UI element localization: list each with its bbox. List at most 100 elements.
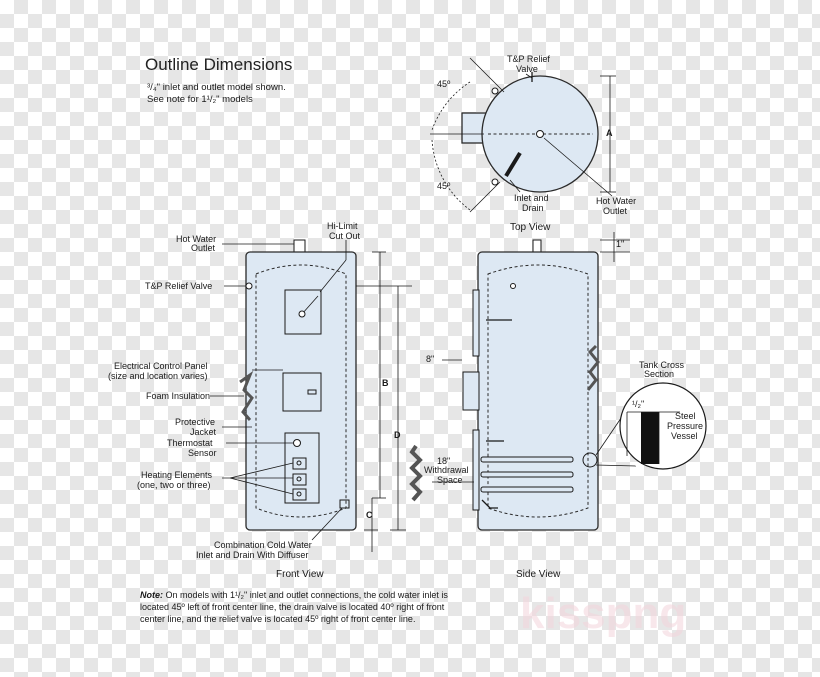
subtitle-line-1: ³/₄" inlet and outlet model shown. bbox=[147, 82, 286, 93]
heating-leader-a bbox=[229, 462, 294, 479]
hot-water-top-label-1: Hot Water bbox=[596, 196, 636, 206]
top-view-relief-port bbox=[491, 87, 499, 95]
tp-relief-top-label-2: Valve bbox=[516, 64, 538, 74]
hi-limit-panel bbox=[284, 289, 322, 335]
side-tp-port bbox=[510, 283, 516, 289]
side-electrical-box bbox=[462, 371, 480, 411]
withdrawal-hatch bbox=[409, 444, 423, 502]
cross-section-marker bbox=[582, 452, 598, 468]
cold-water-leader bbox=[311, 507, 343, 541]
element-3-port bbox=[296, 491, 302, 497]
top-view-caption: Top View bbox=[510, 222, 551, 233]
thermostat-label-1: Thermostat bbox=[167, 438, 213, 448]
side-hot-water-outlet bbox=[532, 239, 542, 254]
front-view: Hot Water Outlet Hi-Limit Cut Out T&P Re… bbox=[108, 221, 412, 580]
hot-water-top-label-2: Outlet bbox=[603, 206, 628, 216]
note-line-2: located 45º left of front center line, t… bbox=[140, 602, 445, 612]
hi-limit-label-1: Hi-Limit bbox=[327, 221, 358, 231]
inlet-drain-leader bbox=[509, 179, 521, 193]
side-view-caption: Side View bbox=[516, 569, 561, 580]
footnote: Note: On models with 1¹/₂" inlet and out… bbox=[140, 590, 448, 624]
drain-angle-line bbox=[469, 181, 501, 213]
angle-arc-bottom bbox=[431, 139, 471, 211]
side-drain bbox=[481, 499, 498, 509]
thermostat-label-2: Sensor bbox=[188, 448, 217, 458]
front-tank-jacket bbox=[245, 251, 357, 531]
side-heating-element-1 bbox=[480, 456, 574, 463]
angle-label-top: 45º bbox=[437, 79, 451, 89]
heating-label-1: Heating Elements bbox=[141, 470, 213, 480]
tp-relief-top-leader bbox=[525, 73, 533, 79]
top-view-hot-water-port bbox=[536, 130, 544, 138]
heating-element-2 bbox=[292, 473, 307, 486]
side-inner-vessel bbox=[487, 264, 589, 518]
ecp-label-1: Electrical Control Panel bbox=[114, 361, 208, 371]
side-control-box bbox=[472, 289, 480, 357]
jacket-label-1: Protective bbox=[175, 417, 215, 427]
withdrawal-label-1: 18" bbox=[437, 456, 450, 466]
hi-limit-callout-diag bbox=[319, 259, 347, 293]
hi-limit-leader bbox=[301, 295, 319, 315]
tp-relief-top-label-1: T&P Relief bbox=[507, 54, 550, 64]
note-line-3: center line, and the relief valve is loc… bbox=[140, 614, 415, 624]
cold-water-label-1: Combination Cold Water bbox=[214, 540, 312, 550]
tp-relief-front-label: T&P Relief Valve bbox=[145, 281, 212, 291]
front-cold-water-inlet bbox=[339, 499, 350, 509]
front-foam-insulation bbox=[239, 370, 254, 421]
element-1-port bbox=[296, 460, 302, 466]
subtitle-line-2: See note for 1¹/₂" models bbox=[147, 94, 253, 105]
side-element-box bbox=[472, 429, 480, 511]
top-view-inlet-pipe bbox=[504, 151, 522, 178]
top-view-drain-port bbox=[491, 178, 499, 186]
heating-element-1 bbox=[292, 457, 307, 470]
inlet-drain-label-1: Inlet and bbox=[514, 193, 549, 203]
angle-arc-top bbox=[431, 81, 471, 131]
tank-cross-label-1: Tank Cross bbox=[639, 360, 685, 370]
dim-c-label: C bbox=[366, 510, 373, 520]
side-heating-element-3 bbox=[480, 486, 574, 493]
hot-water-top-leader bbox=[543, 137, 613, 197]
side-view: 1" 8" 18" Withdrawal Space Tank Cross Se… bbox=[409, 232, 707, 580]
dim-d-label: D bbox=[394, 430, 401, 440]
watermark: kisspng bbox=[520, 589, 686, 638]
cold-water-label-2: Inlet and Drain With Diffuser bbox=[196, 550, 308, 560]
half-in-label: ¹/₂" bbox=[632, 399, 644, 409]
cross-section-leader-bottom bbox=[595, 464, 637, 467]
tank-cross-label-2: Section bbox=[644, 369, 674, 379]
inlet-drain-label-2: Drain bbox=[522, 203, 544, 213]
steel-label-2: Pressure bbox=[667, 421, 703, 431]
steel-label-3: Vessel bbox=[671, 431, 698, 441]
side-foam-insulation bbox=[586, 344, 600, 391]
angle-label-bottom: 45º bbox=[437, 181, 451, 191]
note-line-1: Note: On models with 1¹/₂" inlet and out… bbox=[140, 590, 448, 600]
element-panel bbox=[284, 432, 320, 504]
dim-1in-label: 1" bbox=[616, 239, 624, 249]
hot-water-front-label-1: Hot Water bbox=[176, 234, 216, 244]
jacket-label-2: Jacket bbox=[190, 427, 217, 437]
dim-8in-label: 8" bbox=[426, 354, 434, 364]
control-panel-switch bbox=[307, 389, 317, 395]
note-prefix: Note: bbox=[140, 590, 163, 600]
hot-water-front-label-2: Outlet bbox=[191, 243, 216, 253]
dim-a-label: A bbox=[606, 128, 613, 138]
front-hot-water-outlet bbox=[293, 239, 306, 254]
ecp-label-2: (size and location varies) bbox=[108, 371, 208, 381]
front-tp-relief-port bbox=[245, 282, 253, 290]
side-heating-element-2 bbox=[480, 471, 574, 478]
steel-vessel-wall bbox=[641, 412, 659, 464]
hi-limit-label-2: Cut Out bbox=[329, 231, 361, 241]
withdrawal-label-3: Space bbox=[437, 475, 463, 485]
heating-label-2: (one, two or three) bbox=[137, 480, 211, 490]
steel-label-1: Steel bbox=[675, 411, 696, 421]
electrical-control-panel bbox=[282, 372, 322, 412]
heating-element-3 bbox=[292, 488, 307, 501]
note-line-1-text: On models with 1¹/₂" inlet and outlet co… bbox=[163, 590, 448, 600]
front-view-caption: Front View bbox=[276, 569, 324, 580]
foam-label: Foam Insulation bbox=[146, 391, 210, 401]
heating-leader-c bbox=[229, 477, 294, 495]
relief-angle-line bbox=[469, 57, 505, 93]
withdrawal-label-2: Withdrawal bbox=[424, 465, 469, 475]
top-view: 45º 45º T&P Relief Valve Inlet and Drain… bbox=[430, 54, 636, 233]
dim-b-label: B bbox=[382, 378, 389, 388]
